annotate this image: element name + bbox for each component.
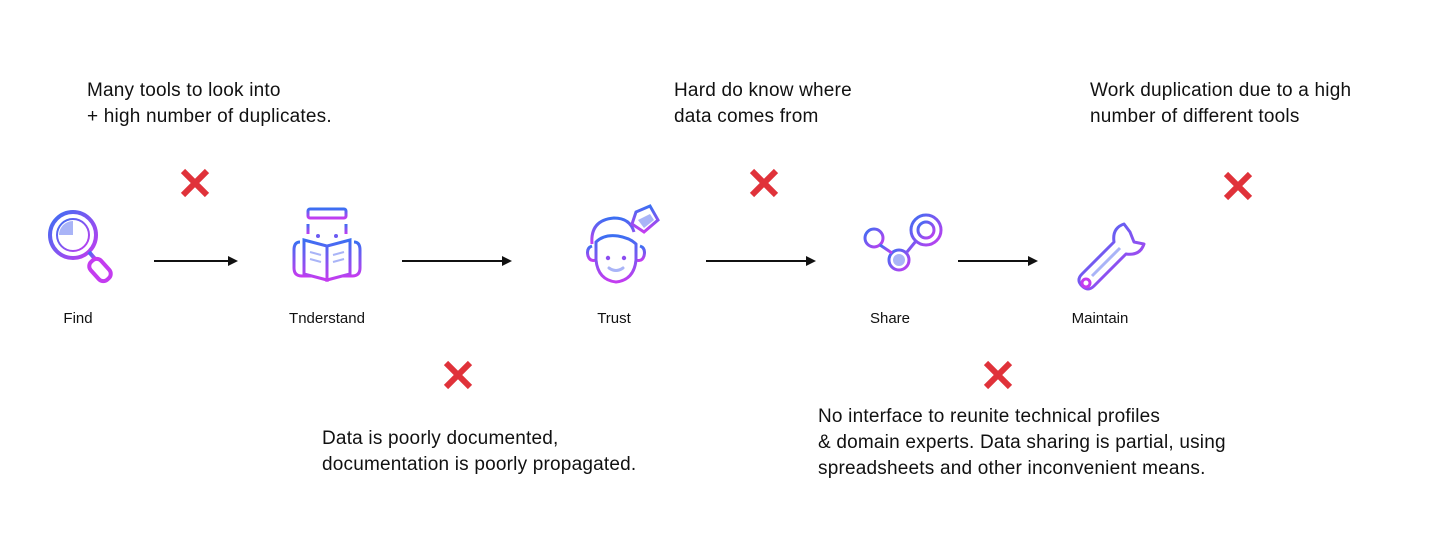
pain-point-line: Data is poorly documented, <box>322 428 559 449</box>
wrench-icon <box>1077 222 1146 291</box>
share-nodes-icon <box>863 213 943 272</box>
pain-point-line: data comes from <box>674 106 819 127</box>
pain-point-line: No interface to reunite technical profil… <box>818 406 1161 427</box>
step-label-share: Share <box>869 310 911 327</box>
arrow-icon <box>706 256 816 266</box>
step-label-find: Find <box>63 310 93 327</box>
pain-point-line: documentation is poorly propagated. <box>322 454 637 475</box>
pain-point-line: number of different tools <box>1090 106 1300 127</box>
pain-point-understand: Data is poorly documented, documentation… <box>322 426 636 478</box>
step-label-understand: Tnderstand <box>289 310 365 327</box>
arrow-icon <box>402 256 512 266</box>
cross-icon <box>983 360 1013 390</box>
person-with-badge-icon <box>586 204 660 284</box>
cross-icon <box>1223 171 1253 201</box>
step-label-trust: Trust <box>597 310 631 327</box>
pain-point-line: + high number of duplicates. <box>87 106 332 127</box>
pain-point-line: Many tools to look into <box>87 80 281 101</box>
reading-person-icon <box>292 207 362 282</box>
arrow-icon <box>154 256 238 266</box>
pain-point-trust: Hard do know where data comes from <box>674 78 852 130</box>
pain-point-line: spreadsheets and other inconvenient mean… <box>818 458 1206 479</box>
magnifier-icon <box>48 210 113 284</box>
cross-icon <box>749 168 779 198</box>
cross-icon <box>443 360 473 390</box>
cross-icon <box>180 168 210 198</box>
pain-point-find: Many tools to look into + high number of… <box>87 78 332 130</box>
step-label-maintain: Maintain <box>1071 310 1129 327</box>
pain-point-line: Work duplication due to a high <box>1090 80 1352 101</box>
arrow-icon <box>958 256 1038 266</box>
pain-point-share: No interface to reunite technical profil… <box>818 404 1226 482</box>
pain-point-maintain: Work duplication due to a high number of… <box>1090 78 1351 130</box>
pain-point-line: Hard do know where <box>674 80 852 101</box>
pain-point-line: & domain experts. Data sharing is partia… <box>818 432 1226 453</box>
